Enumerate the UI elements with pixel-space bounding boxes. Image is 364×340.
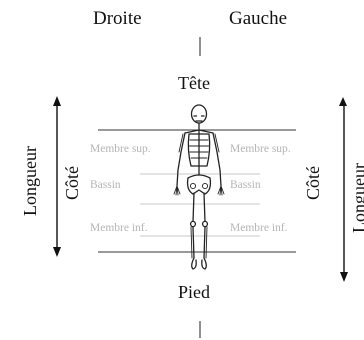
- label-cote-right: Côté: [302, 153, 324, 213]
- label-droite: Droite: [93, 8, 142, 30]
- label-bassin-left: Bassin: [90, 179, 121, 191]
- label-longueur-left: Longueur: [19, 131, 41, 231]
- label-tete: Tête: [178, 73, 210, 94]
- label-cote-left: Côté: [61, 153, 83, 213]
- label-bassin-right: Bassin: [230, 179, 261, 191]
- label-longueur-right: Longueur: [348, 148, 364, 248]
- label-membre-inf-right: Membre inf.: [230, 222, 287, 234]
- label-gauche: Gauche: [229, 8, 287, 30]
- label-membre-inf-left: Membre inf.: [90, 222, 147, 234]
- label-pied: Pied: [178, 282, 210, 303]
- label-membre-sup-left: Membre sup.: [90, 143, 151, 155]
- right-double-arrow: [339, 97, 348, 282]
- label-membre-sup-right: Membre sup.: [230, 143, 291, 155]
- left-double-arrow: [53, 96, 61, 257]
